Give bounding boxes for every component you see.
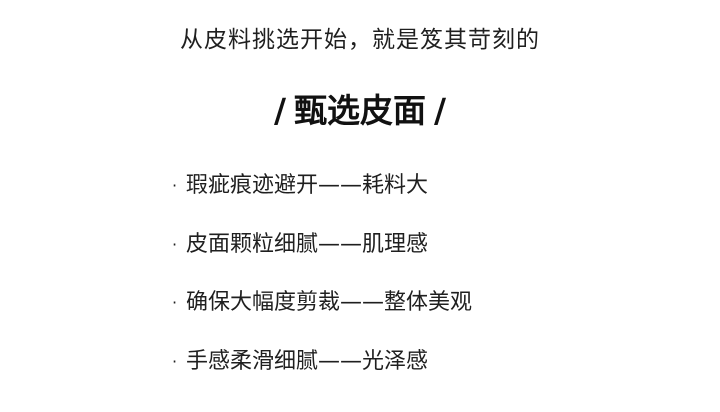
bullet-dot: ·: [172, 352, 178, 372]
bullet-dot: ·: [172, 176, 178, 195]
feature-text: 确保大幅度剪裁——整体美观: [186, 290, 473, 316]
heading-slash-right: /: [434, 91, 447, 130]
heading-slash-left: /: [273, 91, 286, 130]
heading-title: 甄选皮面: [294, 91, 426, 130]
feature-list: · 瑕疵痕迹避开——耗料大 · 皮面颗粒细腻——肌理感 · 确保大幅度剪裁——整体美观…: [172, 168, 672, 403]
bullet-dot: ·: [172, 234, 178, 254]
feature-text: 瑕疵痕迹避开——耗料大: [186, 173, 429, 198]
feature-item: · 皮面颗粒细腻——肌理感: [172, 227, 672, 286]
bullet-dot: ·: [172, 293, 178, 313]
feature-item: · 确保大幅度剪裁——整体美观: [172, 285, 672, 344]
section-heading: /甄选皮面/: [0, 88, 720, 134]
intro-text: 从皮料挑选开始，就是笈其苛刻的: [180, 27, 540, 53]
feature-text: 皮面颗粒细腻——肌理感: [186, 231, 429, 257]
feature-item: · 手感柔滑细腻——光泽感: [172, 344, 672, 403]
feature-text: 手感柔滑细腻——光泽感: [186, 349, 429, 375]
feature-item: · 瑕疵痕迹避开——耗料大: [172, 168, 672, 227]
